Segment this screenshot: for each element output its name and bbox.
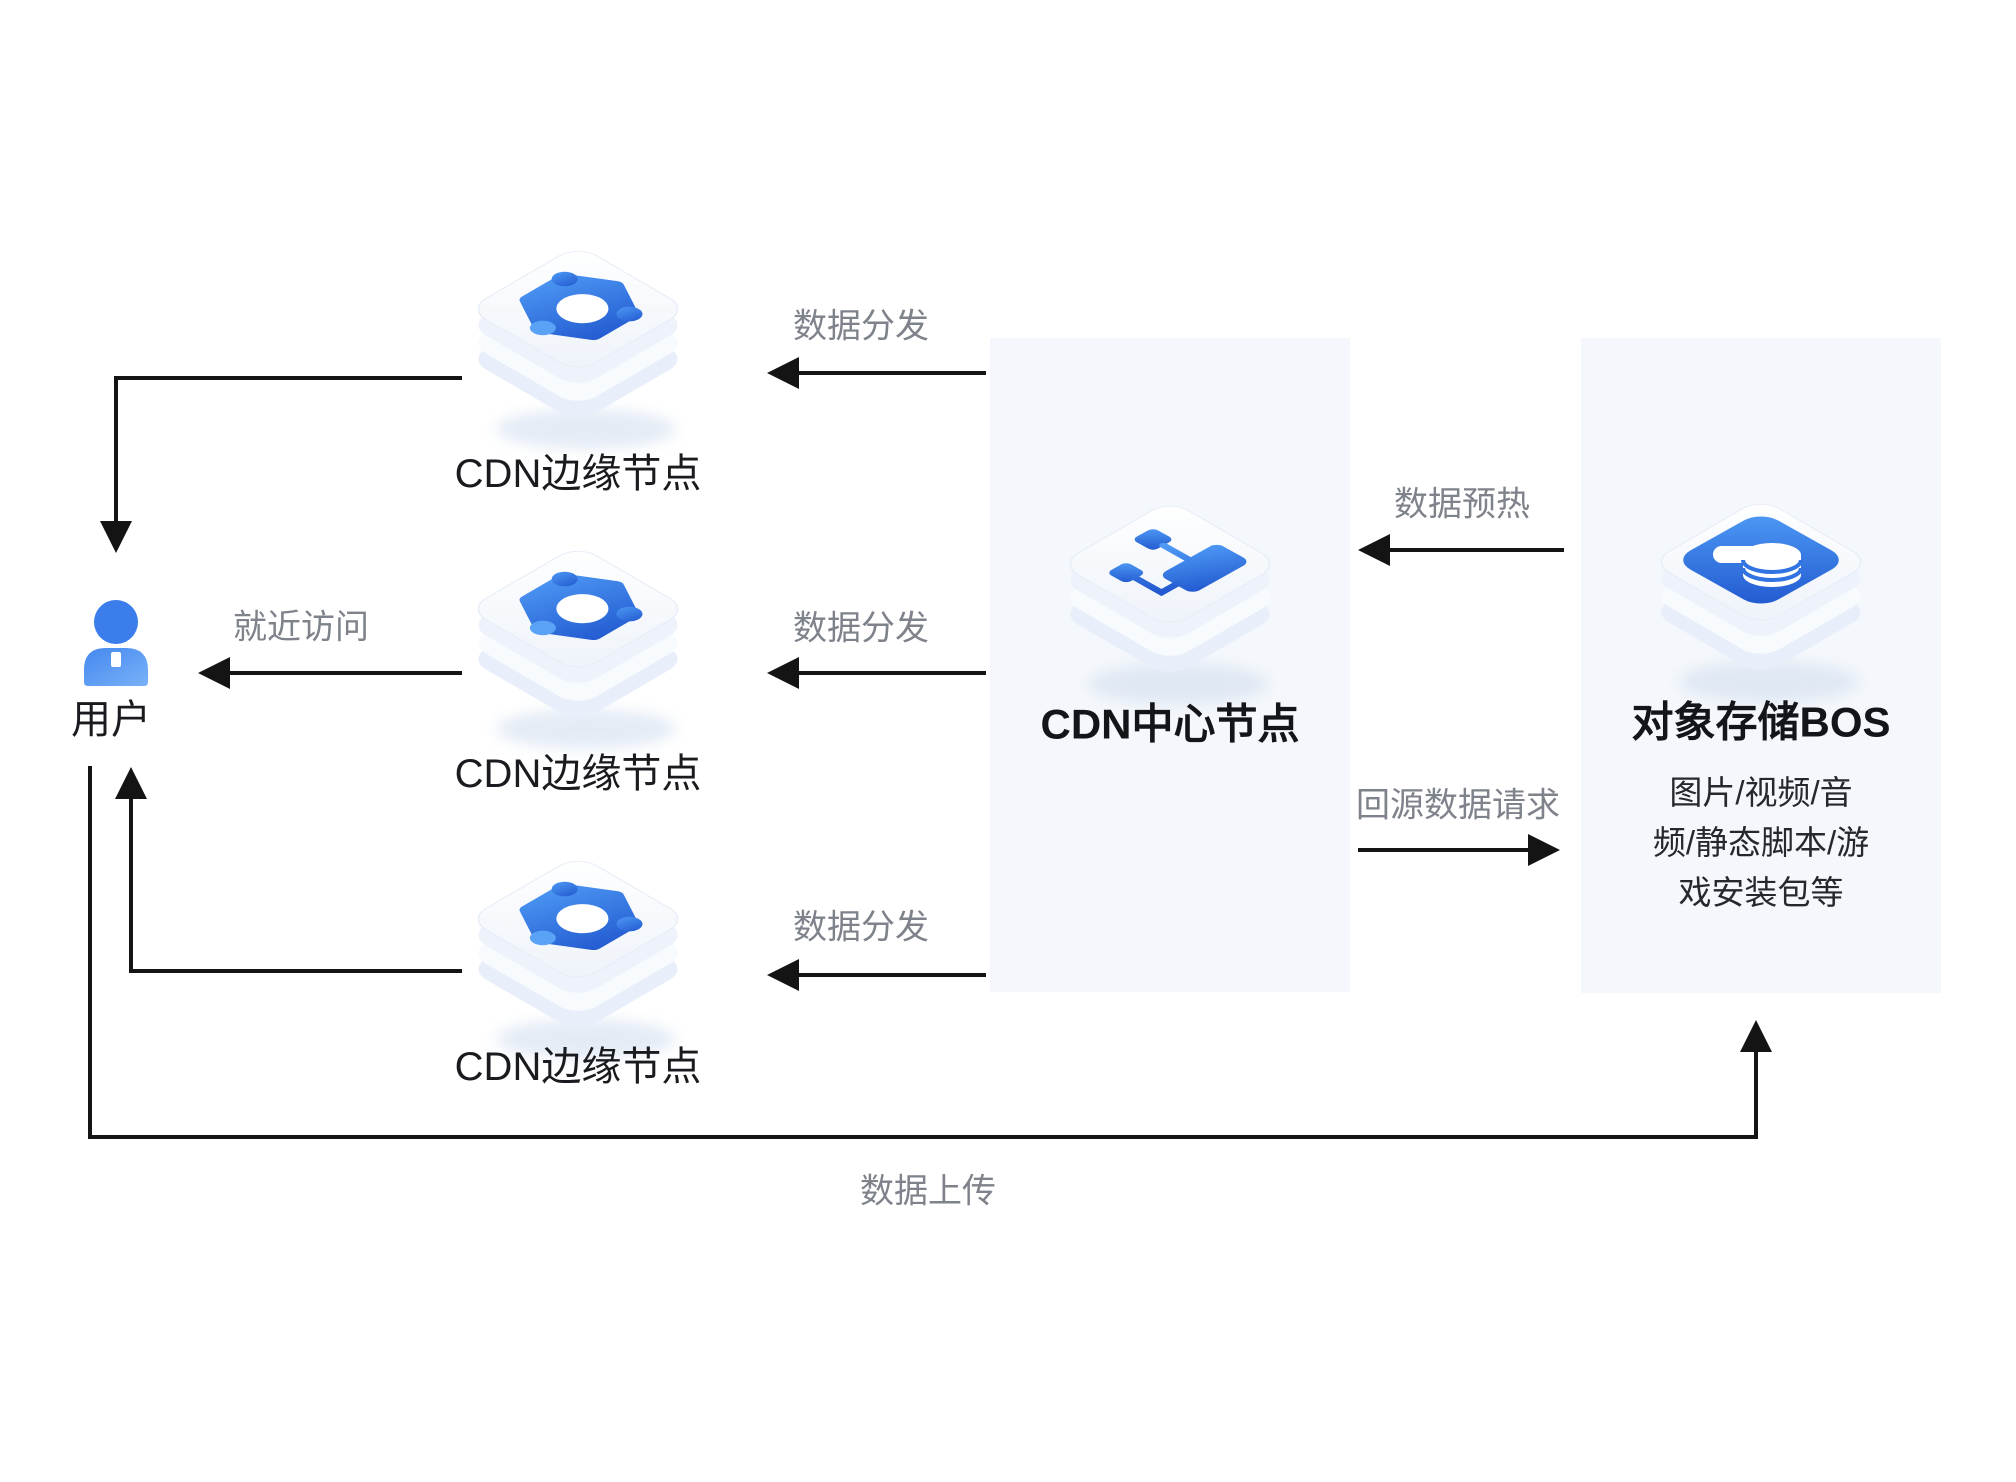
label-origin-request: 回源数据请求 <box>1356 786 1560 825</box>
cdn-edge-node-icon <box>458 545 698 775</box>
cdn-edge-node-icon <box>458 245 698 475</box>
cdn-center-node-icon <box>1050 500 1290 730</box>
arrow-edge3-to-user <box>115 767 462 973</box>
user-label: 用户 <box>71 698 151 742</box>
edge-node-label: CDN边缘节点 <box>454 1045 702 1089</box>
storage-description: 图片/视频/音 频/静态脚本/游 戏安装包等 <box>1652 774 1870 911</box>
label-distribute-3: 数据分发 <box>793 908 929 947</box>
arrow-edge1-to-user <box>100 376 462 553</box>
cdn-edge-node-icon <box>458 855 698 1085</box>
label-preheat: 数据预热 <box>1394 485 1530 524</box>
label-nearby-access: 就近访问 <box>233 608 369 647</box>
label-upload: 数据上传 <box>860 1172 996 1211</box>
label-distribute-2: 数据分发 <box>793 609 929 648</box>
edge-node-label: CDN边缘节点 <box>454 452 702 496</box>
edge-node-label: CDN边缘节点 <box>454 752 702 796</box>
center-node-label: CDN中心节点 <box>1040 700 1300 748</box>
object-storage-bos-icon <box>1641 498 1881 728</box>
user-icon <box>84 600 148 686</box>
storage-label: 对象存储BOS <box>1631 698 1891 746</box>
label-distribute-1: 数据分发 <box>793 307 929 346</box>
disk-stack-glyph <box>1713 543 1803 587</box>
